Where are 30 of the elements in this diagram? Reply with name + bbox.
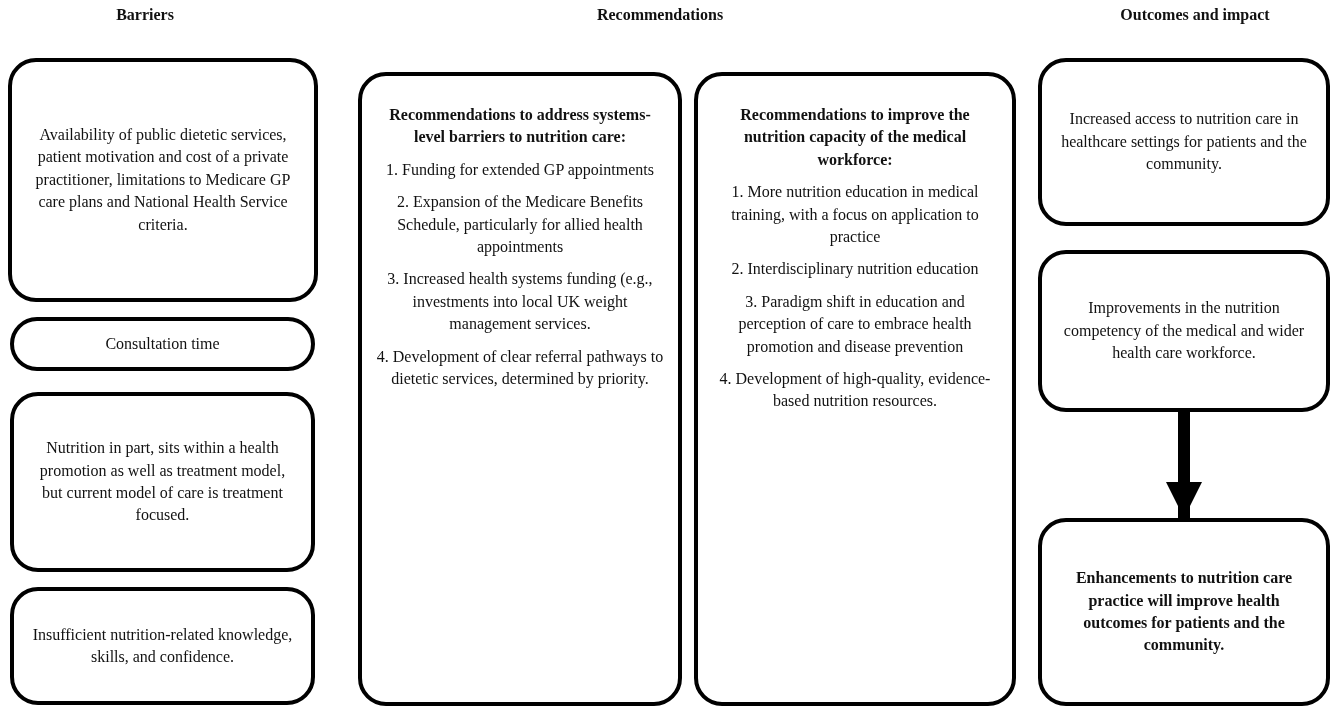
box-text: Enhancements to nutrition care practice will improve health outcomes for patients and the community.	[1074, 568, 1294, 656]
box-text: Consultation time	[105, 333, 220, 354]
box-text: 3. Paradigm shift in education and perception of care to embrace health promotion and disease prevention	[737, 291, 973, 358]
box-text: Increased access to nutrition care in healthcare settings for patients and the community.	[1060, 109, 1308, 175]
rounded-box	[1038, 518, 1330, 706]
arrow	[1166, 412, 1202, 518]
box-text: Availability of public dietetic services, patient motivation and cost of a private practitioner, limitations to Medicare GP care plans and National Health Service criteria.	[34, 125, 292, 235]
rounded-box	[1038, 58, 1330, 226]
box-text: Improvements in the nutrition competency of the medical and wider health care workforce.	[1062, 298, 1306, 364]
rounded-box	[10, 587, 315, 705]
column-heading: Outcomes and impact	[1119, 6, 1271, 24]
box-text: 4. Development of clear referral pathways to dietetic services, determined by priority.	[376, 346, 664, 390]
rounded-box	[358, 72, 682, 706]
column-heading: Recommendations	[595, 6, 725, 24]
box-text: 4. Development of high-quality, evidence-based nutrition resources.	[718, 368, 992, 412]
box-text: Insufficient nutrition-related knowledge, skills, and confidence.	[31, 624, 294, 667]
box-heading: Recommendations to improve the nutrition capacity of the medical workforce:	[739, 105, 971, 170]
rounded-box	[8, 58, 318, 302]
rounded-box	[10, 392, 315, 572]
column-heading: Barriers	[115, 6, 175, 24]
box-text: 1. More nutrition education in medical training, with a focus on application to practice	[730, 182, 980, 248]
box-text: Nutrition in part, sits within a health promotion as well as treatment model, but current model of care is treatment focused.	[38, 438, 287, 526]
box-text: 2. Expansion of the Medicare Benefits Schedule, particularly for allied health appointments	[395, 192, 645, 258]
rounded-box	[1038, 250, 1330, 412]
box-text: 3. Increased health systems funding (e.g., investments into local UK weight management services.	[386, 269, 654, 335]
box-heading: Recommendations to address systems-level barriers to nutrition care:	[388, 105, 652, 148]
box-text: 2. Interdisciplinary nutrition education	[731, 259, 979, 280]
box-text: 1. Funding for extended GP appointments	[386, 159, 654, 181]
rounded-box	[694, 72, 1016, 706]
rounded-box	[10, 317, 315, 371]
